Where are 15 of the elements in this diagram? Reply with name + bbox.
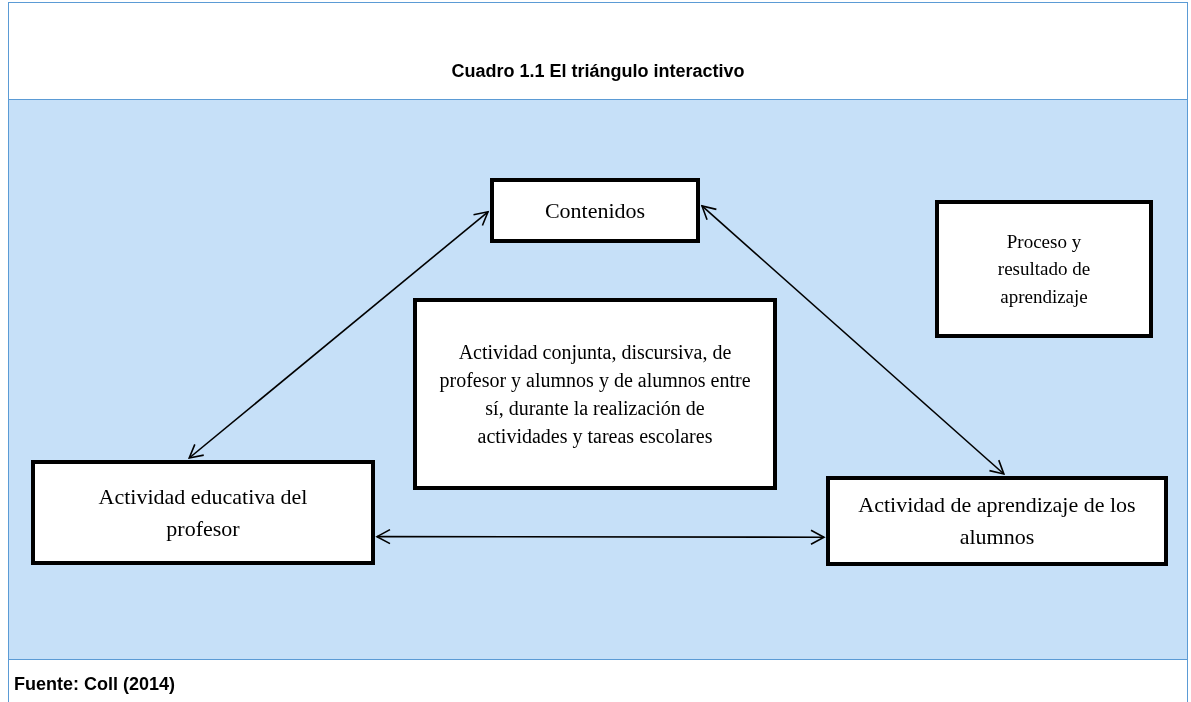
text-box [826,476,1168,566]
text-box [413,298,777,490]
double-arrow [701,205,1005,475]
double-arrow [376,528,825,545]
text-box [935,200,1153,338]
text-box [31,460,375,565]
box-text: Proceso y resultado de aprendizaje [996,229,1092,309]
box-text: Contenidos [544,196,646,225]
caption: Fuente: Coll (2014) [14,673,176,696]
box-text: Actividad de aprendizaje de los alumnos [857,491,1137,551]
box-text: Actividad conjunta, discursiva, de profesor y alumnos y de alumnos entre sí, durante la realización de actividades y tareas escolares [439,340,751,450]
double-arrow [188,211,489,459]
box-text: Actividad educativa del profesor [97,482,309,543]
title: Cuadro 1.1 El triángulo interactivo [451,60,745,83]
text-box [490,178,700,243]
